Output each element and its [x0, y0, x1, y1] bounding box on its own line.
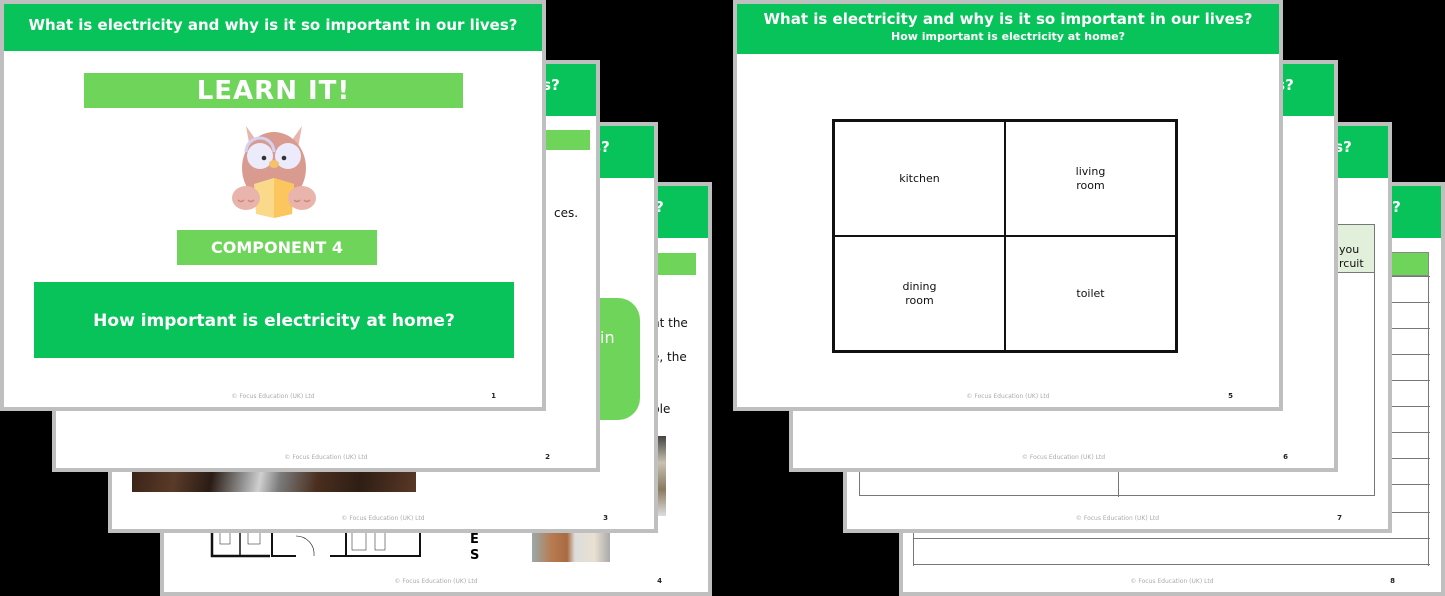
- slide-8-footer: © Focus Education (UK) Ltd: [1130, 578, 1214, 585]
- room-dining-room: dining room: [834, 236, 1005, 351]
- slide-4-label-bar: [656, 253, 696, 275]
- slide-4-text-1: nt the: [652, 316, 688, 330]
- room-living-room: living room: [1005, 121, 1176, 236]
- slide-1-title: What is electricity and why is it so imp…: [28, 16, 518, 34]
- slide-1-footer: © Focus Education (UK) Ltd: [231, 393, 315, 400]
- slide-7-footer: © Focus Education (UK) Ltd: [1075, 515, 1160, 522]
- slide-2-text: ces.: [554, 206, 579, 220]
- slide-1[interactable]: What is electricity and why is it so imp…: [0, 0, 546, 411]
- slide-2-label-bar: [544, 130, 590, 150]
- slide-5-title: What is electricity and why is it so imp…: [763, 10, 1253, 28]
- slide-8-page-number: 8: [1390, 577, 1395, 585]
- slide-6-footer: © Focus Education (UK) Ltd: [1021, 454, 1106, 461]
- rooms-grid: kitchen living room dining room toilet: [832, 119, 1178, 353]
- question-text: How important is electricity at home?: [93, 311, 455, 331]
- slide-2-header: es?: [532, 64, 596, 116]
- slide-5-header: What is electricity and why is it so imp…: [737, 4, 1279, 54]
- question-banner: How important is electricity at home?: [34, 282, 514, 358]
- letter-s: S: [470, 548, 480, 563]
- owl-reading-icon: [232, 126, 316, 218]
- room-kitchen: kitchen: [834, 121, 1005, 236]
- wooden-floor-photo: [132, 472, 416, 492]
- slide-4-footer: © Focus Education (UK) Ltd: [394, 578, 478, 585]
- slide-8-table-header: [1389, 252, 1429, 276]
- component-label: COMPONENT 4: [211, 238, 343, 257]
- slide-7-page-number: 7: [1337, 514, 1342, 522]
- component-banner: COMPONENT 4: [177, 230, 377, 265]
- slide-7-instruction-box: you rcuit: [1334, 225, 1374, 273]
- slide-5-subtitle: How important is electricity at home?: [890, 30, 1125, 43]
- slide-3-footer: © Focus Education (UK) Ltd: [341, 515, 425, 522]
- slide-7-header: es?: [1324, 126, 1388, 178]
- slide-5[interactable]: What is electricity and why is it so imp…: [733, 0, 1283, 411]
- instruction-text-fragment: you rcuit: [1339, 243, 1364, 270]
- slide-6-page-number: 6: [1283, 453, 1288, 461]
- room-toilet: toilet: [1005, 236, 1176, 351]
- learn-it-label: LEARN IT!: [196, 76, 351, 106]
- slide-3-header: es?: [582, 126, 654, 178]
- learn-it-banner: LEARN IT!: [84, 73, 463, 108]
- slide-1-header: What is electricity and why is it so imp…: [4, 4, 542, 51]
- slide-4-text-2: e, the: [652, 350, 687, 364]
- slide-4-page-number: 4: [657, 577, 662, 585]
- letter-e: E: [470, 532, 479, 547]
- slide-2-footer: © Focus Education (UK) Ltd: [284, 454, 368, 461]
- slide-3-page-number: 3: [603, 514, 608, 522]
- slide-5-page-number: 5: [1228, 392, 1233, 400]
- slide-5-footer: © Focus Education (UK) Ltd: [966, 393, 1050, 400]
- slide-2-page-number: 2: [545, 453, 550, 461]
- slide-1-page-number: 1: [491, 392, 496, 400]
- slide-6-header: es?: [1266, 64, 1334, 116]
- bubble-text-fragment: in: [600, 328, 615, 347]
